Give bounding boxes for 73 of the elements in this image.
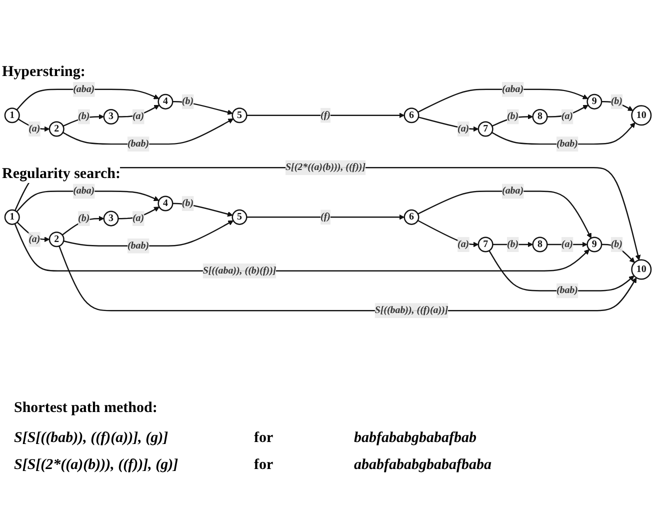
node-circle: 4: [158, 94, 174, 110]
edge-label: (bab): [556, 138, 578, 149]
edge-label: (aba): [502, 84, 524, 94]
node-circle: 1: [4, 108, 20, 124]
arrow: [16, 88, 160, 110]
node-circle: 5: [232, 209, 248, 225]
edge-label: (a): [132, 212, 144, 224]
edge-label: S[((bab)), ((f)(a))]: [374, 305, 448, 316]
node-circle: 9: [586, 94, 602, 110]
edge-label: (f): [320, 110, 330, 120]
node-circle: 3: [103, 108, 119, 124]
edge-label: (bab): [128, 138, 150, 149]
code-expression: S[S[((bab)), ((f)(a))], (g)]: [14, 430, 170, 447]
edge-label: (a): [28, 234, 40, 244]
edge-label: (f): [320, 212, 330, 222]
edge-label: S[(2*((a)(b))), ((f))]: [286, 162, 366, 173]
edge-label: (b): [610, 96, 622, 107]
connective-word: for: [254, 430, 274, 447]
section-heading: Hyperstring:: [2, 64, 86, 81]
arrow: [63, 220, 234, 246]
arrow: [172, 101, 233, 115]
edge-label: (b): [182, 96, 194, 107]
arrow: [418, 88, 588, 113]
symbol-string: ababfababgbabafbaba: [354, 457, 492, 474]
edge-label: (a): [28, 123, 40, 134]
node-circle: 10: [631, 105, 652, 126]
node-circle: 1: [4, 209, 20, 225]
arrow: [488, 250, 634, 292]
node-circle: 7: [478, 236, 494, 252]
arrow: [418, 220, 479, 248]
edge-label: S[((aba)), ((b)(f))]: [202, 265, 276, 276]
node-circle: 9: [586, 236, 602, 252]
connective-word: for: [254, 457, 274, 474]
section-heading: Shortest path method:: [14, 400, 158, 417]
arrow: [418, 116, 479, 132]
symbol-string: babfababgbabafbab: [354, 430, 478, 447]
arrow: [172, 202, 233, 217]
arrow: [492, 122, 636, 145]
node-circle: 2: [48, 121, 64, 137]
node-circle: 3: [103, 210, 119, 226]
edge-label: (bab): [556, 285, 578, 296]
arrow: [246, 112, 405, 118]
edge-label: (b): [506, 111, 519, 122]
edge-label: (a): [561, 238, 573, 250]
node-circle: 2: [48, 232, 64, 248]
arrow: [62, 118, 234, 145]
node-circle: 6: [404, 209, 420, 225]
node-circle: 10: [631, 259, 652, 280]
arrow: [16, 190, 160, 212]
arrow: [246, 214, 405, 220]
edge-label: (a): [458, 123, 470, 134]
node-circle: 8: [532, 236, 548, 252]
edge-label: (a): [132, 111, 144, 122]
edge-label: (aba): [73, 186, 95, 196]
edge-label: (b): [78, 111, 90, 122]
edge-label: (a): [561, 111, 573, 122]
node-circle: 7: [478, 121, 494, 137]
edge-label: (a): [458, 238, 470, 250]
section-heading: Regularity search:: [2, 166, 120, 183]
edge-label: (b): [182, 198, 194, 208]
edge-label: (b): [78, 212, 90, 224]
arrow: [418, 190, 592, 238]
code-expression: S[S[(2*((a)(b))), ((f))], (g)]: [14, 457, 180, 474]
edge-label: (b): [610, 238, 622, 250]
node-circle: 6: [404, 108, 420, 124]
arrow: [58, 246, 637, 312]
edge-label: (bab): [128, 240, 150, 251]
edge-label: (aba): [502, 186, 524, 196]
node-circle: 5: [232, 108, 248, 124]
edge-label: (aba): [73, 84, 95, 94]
node-circle: 8: [532, 108, 548, 124]
node-circle: 4: [158, 196, 174, 212]
edge-label: (b): [506, 238, 519, 250]
